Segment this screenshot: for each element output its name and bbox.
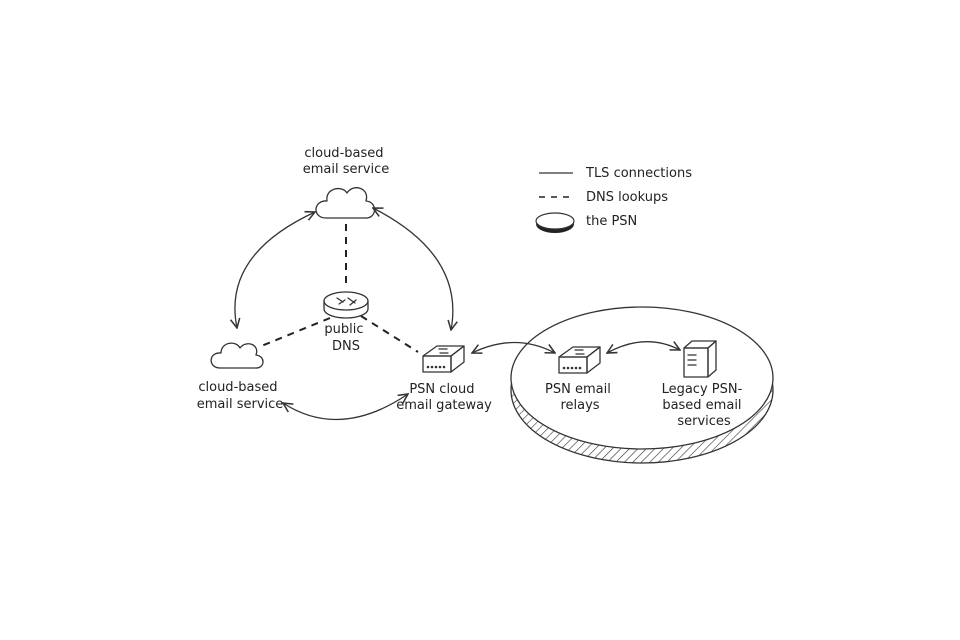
server-icon xyxy=(683,340,717,378)
legend-dns-label: DNS lookups xyxy=(586,190,668,205)
dns-lookup-lines xyxy=(258,224,419,353)
cloud-top-label: cloud-based email service xyxy=(303,146,390,177)
legacy-label: Legacy PSN- based email services xyxy=(662,382,747,429)
cloud-left-icon xyxy=(210,342,264,369)
router-icon xyxy=(323,291,369,319)
relays-switch-icon xyxy=(558,346,601,374)
legend-psn-swatch xyxy=(535,212,575,233)
legend: TLS connections DNS lookups the PSN xyxy=(535,166,692,233)
gateway-label: PSN cloud email gateway xyxy=(396,382,492,413)
gateway-switch-icon xyxy=(422,345,465,373)
cloud-top-icon xyxy=(315,187,376,219)
tls-connection-arcs xyxy=(235,208,680,421)
relays-label: PSN email relays xyxy=(545,382,615,413)
legend-tls-label: TLS connections xyxy=(585,166,692,181)
cloud-left-label: cloud-based email service xyxy=(197,380,284,412)
public-dns-label: public DNS xyxy=(324,322,367,354)
legend-psn-label: the PSN xyxy=(586,214,637,229)
